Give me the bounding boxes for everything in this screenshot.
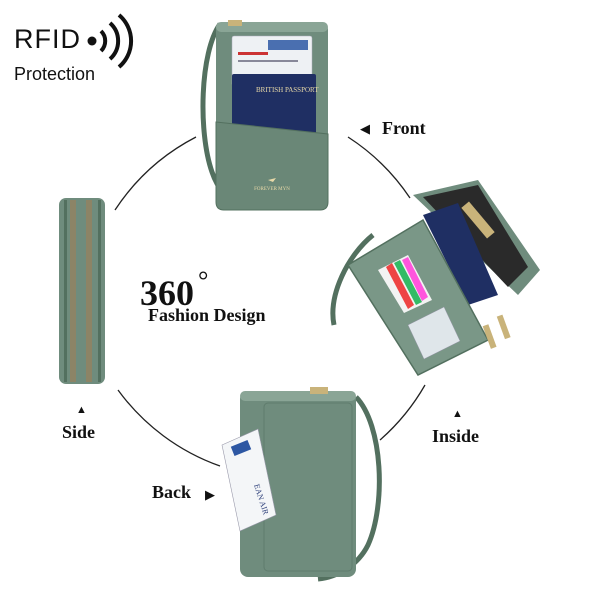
- passport: [232, 74, 316, 134]
- arrow-left-icon: ◀: [360, 121, 370, 136]
- label-front: Front: [382, 118, 426, 138]
- arrow-up-icon: ▲: [76, 404, 87, 416]
- id-window: [407, 306, 461, 360]
- zipper-track: [70, 200, 76, 382]
- arrow-right-icon: ▶: [205, 487, 215, 502]
- circle-arc-bottom-left: [117, 389, 221, 467]
- circle-arc-top-right: [347, 136, 411, 199]
- passport-text: BRITISH PASSPORT: [256, 86, 319, 94]
- brand-logo-icon: [268, 178, 276, 182]
- rfid-waves-icon: [87, 13, 134, 69]
- design-subtitle: Fashion Design: [148, 305, 266, 325]
- front-pocket: [215, 121, 329, 211]
- arrow-up-icon: ▲: [452, 408, 463, 420]
- inside-passport: [423, 203, 498, 305]
- label-side: Side: [62, 422, 96, 442]
- zipper-pull: [482, 324, 497, 349]
- wallet-back-body: [240, 391, 356, 577]
- zipper-pull: [228, 20, 242, 26]
- degree-symbol: °: [198, 266, 209, 295]
- zipper-pull: [310, 387, 328, 394]
- label-back: Back: [152, 482, 192, 502]
- rfid-title: RFID: [14, 24, 81, 54]
- zipper-pull: [496, 314, 511, 340]
- circle-arc-bottom-right: [379, 384, 426, 441]
- degrees-number: 360: [140, 273, 194, 313]
- circle-arc-top-left: [114, 136, 197, 211]
- wallet-side-photo: [59, 198, 105, 384]
- brand-text: FOREVER MYN: [254, 187, 290, 192]
- wallet-back-photo: EAN AIR: [221, 387, 382, 582]
- rfid-subtitle: Protection: [14, 64, 96, 84]
- wallet-front-photo: BRITISH PASSPORT FOREVER MYN: [200, 20, 329, 211]
- zipper-track: [86, 200, 92, 382]
- wallet-inside-photo: [330, 180, 540, 376]
- wrist-strap: [330, 233, 375, 326]
- label-inside: Inside: [432, 426, 480, 446]
